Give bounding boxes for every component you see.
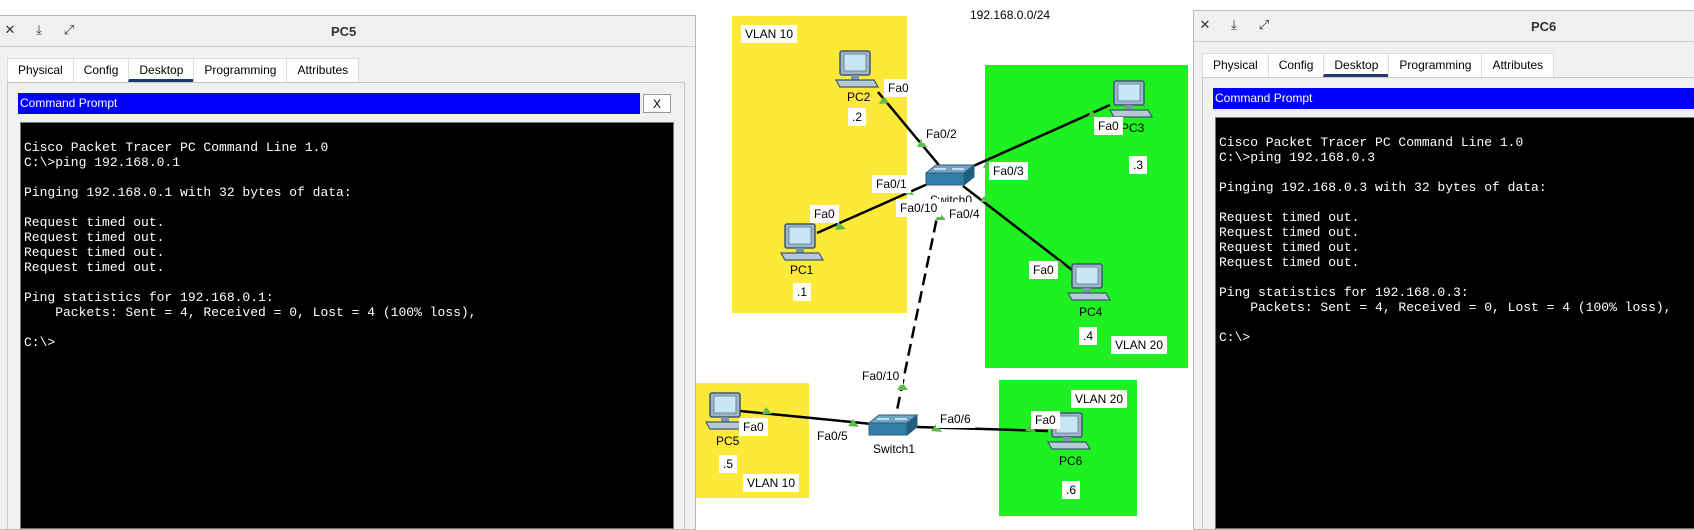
port-label: Fa0/10	[896, 199, 942, 217]
command-prompt-title: Command Prompt	[1213, 88, 1694, 109]
port-label: Fa0/2	[922, 125, 961, 143]
device-name: PC1	[790, 263, 814, 277]
vlan20-area-top	[985, 65, 1188, 368]
port-light	[879, 97, 889, 104]
tab-desktop[interactable]: Desktop	[128, 58, 195, 82]
port-label: Fa0/5	[813, 427, 852, 445]
ip-suffix: .3	[1129, 156, 1148, 174]
maximize-icon[interactable]: ⤢	[1258, 17, 1270, 32]
link-pc2-switch0[interactable]	[877, 91, 944, 171]
tab-programming[interactable]: Programming	[193, 58, 288, 82]
port-light	[897, 382, 908, 390]
terminal-output: Cisco Packet Tracer PC Command Line 1.0 …	[1219, 135, 1672, 345]
port-label: Fa0/6	[936, 410, 975, 428]
port-label: Fa0/1	[872, 175, 911, 193]
pc6-terminal[interactable]: Cisco Packet Tracer PC Command Line 1.0 …	[1215, 117, 1694, 529]
port-light	[1088, 110, 1097, 117]
tab-physical[interactable]: Physical	[7, 58, 74, 82]
port-label: Fa0	[810, 205, 839, 223]
link-pc3-switch0[interactable]	[959, 103, 1111, 174]
device-name: PC4	[1079, 305, 1103, 319]
port-label: Fa0	[1029, 261, 1058, 279]
port-label: Fa0/3	[989, 162, 1028, 180]
device-name: PC2	[847, 90, 871, 104]
port-label: Fa0	[1031, 411, 1060, 429]
port-light	[917, 139, 927, 147]
switch0-icon[interactable]	[925, 164, 975, 186]
tab-attributes[interactable]: Attributes	[286, 58, 360, 82]
vlan-label: VLAN 20	[1071, 390, 1128, 408]
pc6-tab-bar: Physical Config Desktop Programming Attr…	[1202, 53, 1555, 77]
close-icon[interactable]: ✕	[4, 22, 16, 37]
window-title: PC6	[1531, 19, 1557, 34]
port-light	[980, 196, 989, 202]
vlan-label: VLAN 10	[741, 25, 798, 43]
switch1-icon[interactable]	[868, 414, 918, 436]
ip-suffix: .1	[793, 283, 812, 301]
port-light	[762, 407, 772, 414]
close-icon[interactable]: ✕	[1199, 17, 1211, 32]
port-label: Fa0/4	[945, 205, 984, 223]
port-label: Fa0/10	[858, 367, 904, 385]
ip-suffix: .6	[1062, 481, 1081, 499]
ip-suffix: .5	[719, 455, 738, 473]
port-light	[835, 222, 846, 230]
network-label: 192.168.0.0/24	[970, 8, 1051, 22]
vlan10-area-top	[732, 16, 907, 313]
device-name: Switch0	[930, 193, 973, 202]
device-name: PC6	[1059, 454, 1083, 468]
pc6-title-bar[interactable]: ✕ ⤓ ⤢ PC6	[1194, 11, 1694, 42]
device-name: Switch1	[873, 442, 916, 456]
device-name: PC3	[1121, 121, 1145, 135]
ip-suffix: .2	[848, 108, 867, 126]
tab-desktop[interactable]: Desktop	[1323, 53, 1390, 77]
pc5-terminal[interactable]: Cisco Packet Tracer PC Command Line 1.0 …	[20, 122, 674, 529]
minimize-icon[interactable]: ⤓	[1231, 17, 1237, 32]
port-light	[848, 419, 859, 427]
pc6-desktop-panel: Command Prompt Cisco Packet Tracer PC Co…	[1202, 77, 1694, 529]
device-name: PC5	[716, 434, 740, 448]
link-pc5-switch1[interactable]	[739, 409, 873, 426]
window-title: PC5	[331, 24, 357, 39]
tab-physical[interactable]: Physical	[1202, 53, 1269, 77]
pc5-tab-bar: Physical Config Desktop Programming Attr…	[7, 58, 360, 82]
tab-programming[interactable]: Programming	[1388, 53, 1483, 77]
tab-config[interactable]: Config	[72, 58, 130, 82]
pc5-window[interactable]: ✕ ⤓ ⤢ PC5 Physical Config Desktop Progra…	[0, 15, 696, 530]
tab-config[interactable]: Config	[1267, 53, 1325, 77]
minimize-icon[interactable]: ⤓	[36, 22, 42, 37]
tab-attributes[interactable]: Attributes	[1481, 53, 1555, 77]
pc6-window[interactable]: ✕ ⤓ ⤢ PC6 Physical Config Desktop Progra…	[1193, 10, 1694, 530]
port-light	[1025, 424, 1036, 432]
port-label: Fa0	[1094, 117, 1123, 135]
terminal-output: Cisco Packet Tracer PC Command Line 1.0 …	[24, 140, 477, 350]
pc5-title-bar[interactable]: ✕ ⤓ ⤢ PC5	[0, 16, 695, 47]
vlan-label: VLAN 20	[1111, 336, 1168, 354]
maximize-icon[interactable]: ⤢	[63, 22, 75, 37]
command-prompt-title: Command Prompt	[18, 93, 640, 114]
port-label: Fa0	[884, 79, 913, 97]
port-light	[931, 424, 942, 432]
ip-suffix: .4	[1079, 327, 1098, 345]
pc5-desktop-panel: Command Prompt X Cisco Packet Tracer PC …	[7, 82, 685, 529]
port-label: Fa0	[739, 418, 768, 436]
vlan-label: VLAN 10	[743, 474, 800, 492]
command-prompt-close-button[interactable]: X	[643, 94, 671, 113]
